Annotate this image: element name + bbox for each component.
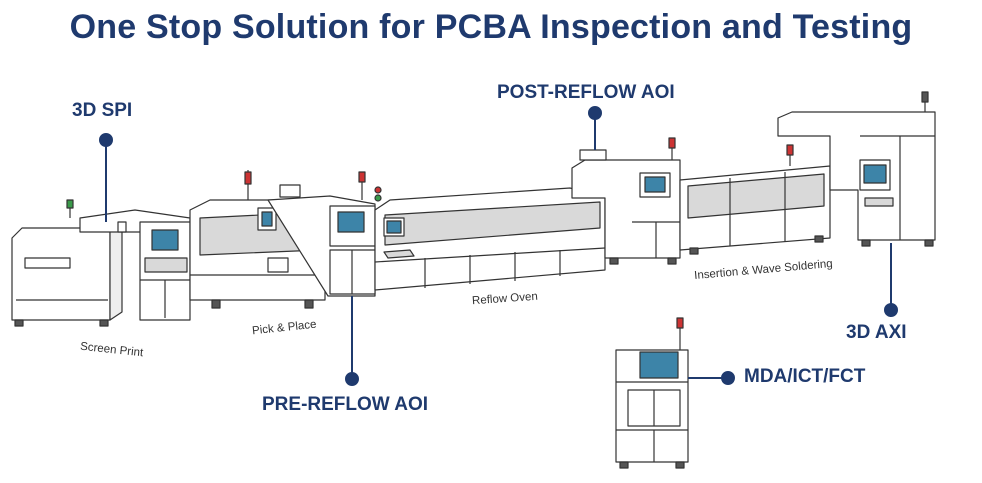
screen-printer-machine (11, 219, 123, 327)
pre-reflow-callout-dot (345, 372, 359, 386)
mda-callout-dot (721, 371, 735, 385)
axi-machine (777, 91, 936, 247)
pre-reflow-aoi-machine (267, 171, 382, 297)
wave-soldering-machine (679, 144, 831, 255)
mda-ict-fct-tester (615, 317, 689, 469)
spi-machine (66, 199, 191, 321)
post-reflow-aoi-machine (571, 137, 681, 265)
callout-3d-axi: 3D AXI (846, 322, 907, 343)
callout-post-reflow-aoi: POST-REFLOW AOI (497, 82, 675, 103)
callout-pre-reflow-aoi: PRE-REFLOW AOI (262, 394, 429, 415)
page-title: One Stop Solution for PCBA Inspection an… (69, 8, 913, 46)
callout-mda-ict-fct: MDA/ICT/FCT (744, 366, 866, 387)
axi-callout-dot (884, 303, 898, 317)
callout-3d-spi: 3D SPI (72, 100, 133, 121)
reflow-oven-machine (374, 187, 606, 291)
spi-callout-dot (99, 133, 113, 147)
post-reflow-callout-dot (588, 106, 602, 120)
